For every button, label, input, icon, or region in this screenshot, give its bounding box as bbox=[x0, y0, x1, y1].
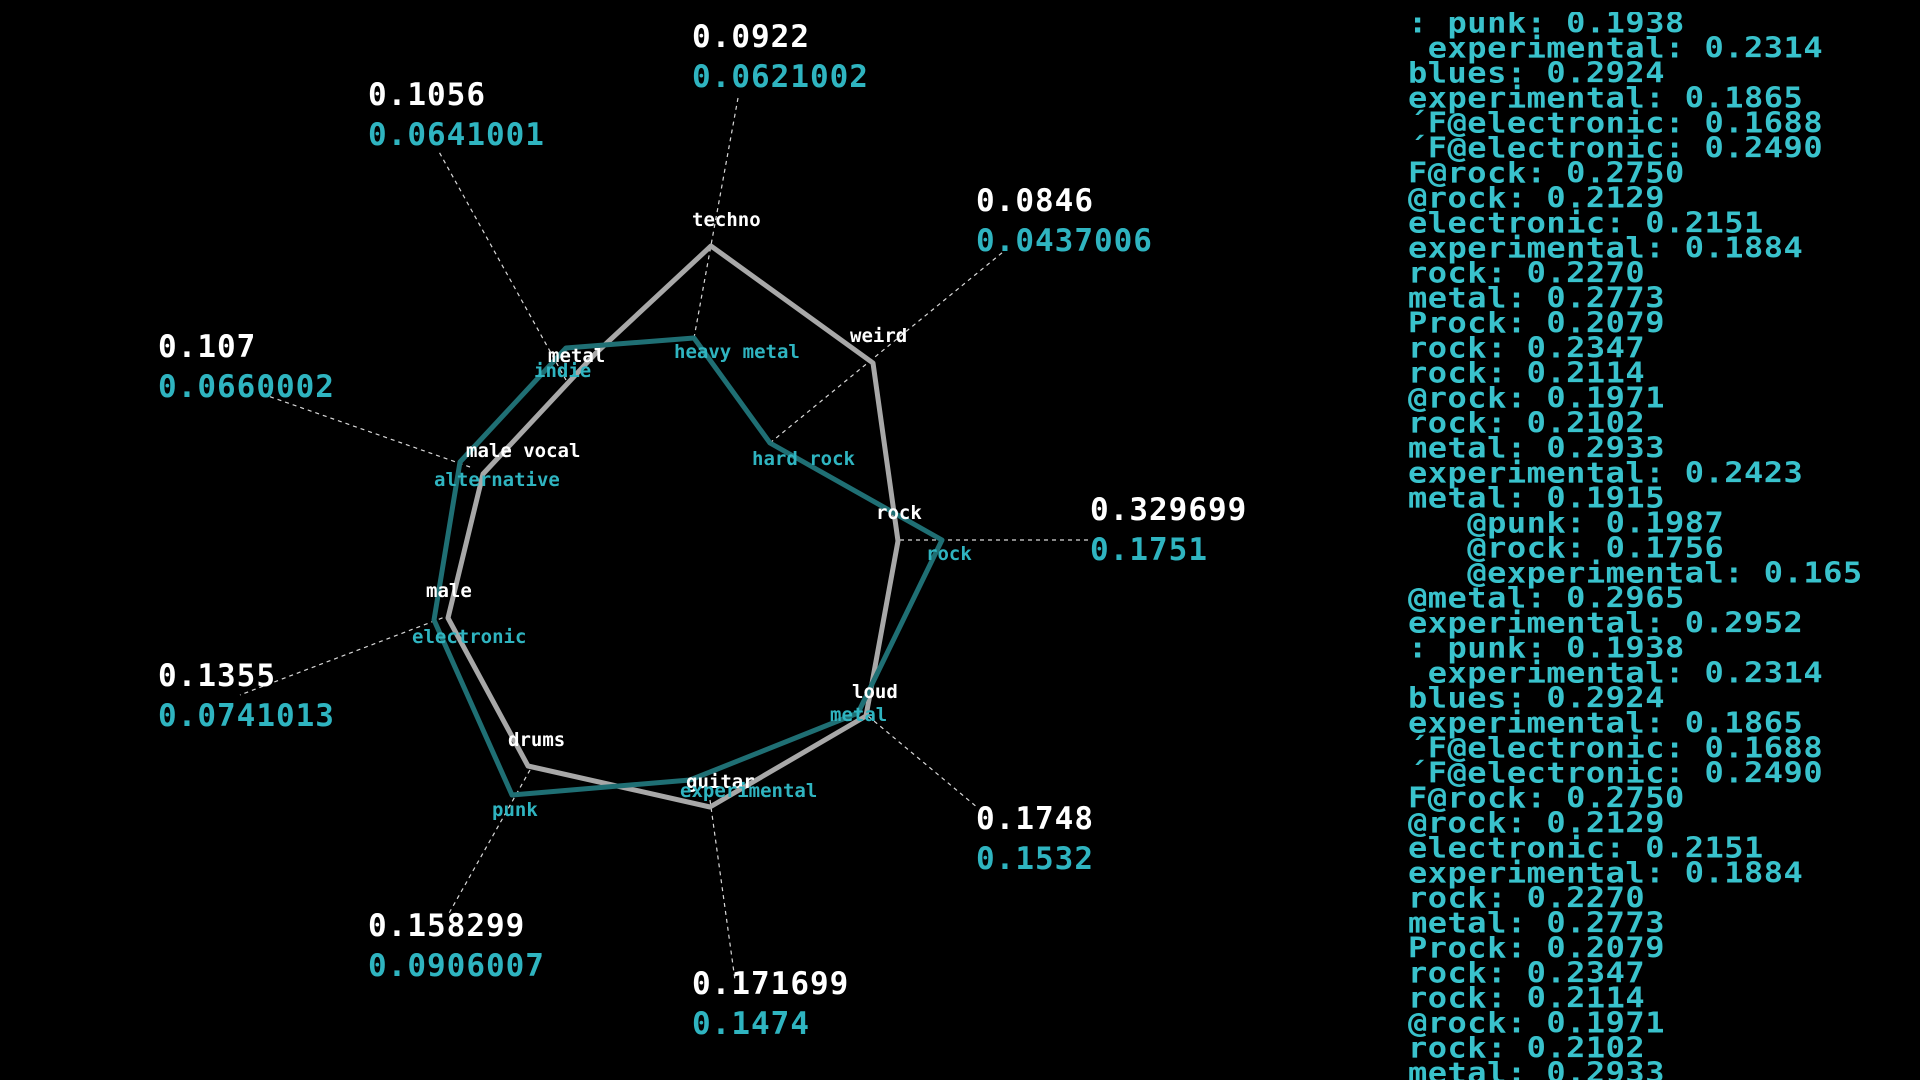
axis-label-techno: techno bbox=[692, 209, 761, 231]
log-line: blues: 0.2924 bbox=[1408, 55, 1665, 90]
log-line: metal: 0.1915 bbox=[1408, 480, 1665, 515]
log-line: rock: 0.2270 bbox=[1408, 880, 1646, 915]
axis-label-male: male bbox=[426, 580, 472, 602]
log-line: : punk: 0.1938 bbox=[1408, 630, 1685, 665]
value-teal-male-vocal: 0.0660002 bbox=[158, 369, 335, 405]
log-line: rock: 0.2102 bbox=[1408, 405, 1646, 440]
value-teal-male: 0.0741013 bbox=[158, 698, 335, 734]
log-line: rock: 0.2347 bbox=[1408, 330, 1646, 365]
teal-series-polygon bbox=[431, 335, 945, 798]
log-line: ´F@electronic: 0.1688 bbox=[1408, 105, 1824, 140]
log-line: ´F@electronic: 0.2490 bbox=[1408, 755, 1824, 790]
log-line: experimental: 0.1865 bbox=[1408, 705, 1804, 740]
axis-label-guitar: guitar bbox=[686, 771, 755, 793]
log-line: @rock: 0.1971 bbox=[1408, 380, 1665, 415]
log-line: metal: 0.2933 bbox=[1408, 1055, 1665, 1080]
leader-line-metal bbox=[437, 149, 567, 381]
log-line: experimental: 0.2952 bbox=[1408, 605, 1804, 640]
axis-label-rock: rock bbox=[876, 502, 922, 524]
log-line: @rock: 0.2129 bbox=[1408, 805, 1665, 840]
log-line: rock: 0.2347 bbox=[1408, 955, 1646, 990]
log-line: @rock: 0.2129 bbox=[1408, 180, 1665, 215]
radar-chart bbox=[239, 97, 1090, 981]
value-white-weird: 0.0846 bbox=[976, 183, 1094, 219]
leader-line-drums bbox=[447, 769, 531, 916]
leader-line-male bbox=[239, 614, 451, 696]
log-line: Prock: 0.2079 bbox=[1408, 930, 1665, 965]
log-line: experimental: 0.1884 bbox=[1408, 855, 1804, 890]
leader-line-weird bbox=[769, 251, 1004, 444]
value-teal-weird: 0.0437006 bbox=[976, 223, 1153, 259]
log-line: ´F@electronic: 0.1688 bbox=[1408, 730, 1824, 765]
axis-label-experimental: experimental bbox=[680, 780, 818, 802]
value-white-rock: 0.329699 bbox=[1090, 492, 1248, 528]
log-line: electronic: 0.2151 bbox=[1408, 830, 1764, 865]
value-teal-guitar: 0.1474 bbox=[692, 1006, 810, 1042]
log-line: ´F@electronic: 0.2490 bbox=[1408, 130, 1824, 165]
axis-label-punk: punk bbox=[492, 799, 538, 821]
log-line: Prock: 0.2079 bbox=[1408, 305, 1665, 340]
log-line: @rock: 0.1971 bbox=[1408, 1005, 1665, 1040]
axis-label-heavy-metal: heavy metal bbox=[674, 341, 800, 363]
value-white-drums: 0.158299 bbox=[368, 908, 526, 944]
log-line: metal: 0.2933 bbox=[1408, 430, 1665, 465]
axis-label-loud: loud bbox=[852, 681, 898, 703]
axis-label-rock-teal: rock bbox=[926, 543, 972, 565]
axis-label-hard-rock: hard rock bbox=[752, 448, 855, 470]
log-line: experimental: 0.2314 bbox=[1408, 655, 1824, 690]
value-white-male-vocal: 0.107 bbox=[158, 329, 257, 365]
log-line: rock: 0.2270 bbox=[1408, 255, 1646, 290]
value-teal-rock: 0.1751 bbox=[1090, 532, 1208, 568]
log-line: @experimental: 0.165 bbox=[1408, 555, 1863, 590]
axis-label-metal-teal: metal bbox=[830, 704, 888, 726]
leader-line-loud bbox=[867, 715, 979, 809]
log-line: blues: 0.2924 bbox=[1408, 680, 1665, 715]
value-teal-drums: 0.0906007 bbox=[368, 948, 545, 984]
log-line: @metal: 0.2965 bbox=[1408, 580, 1685, 615]
value-teal-techno: 0.0621002 bbox=[692, 59, 869, 95]
value-white-male: 0.1355 bbox=[158, 658, 276, 694]
log-line: : punk: 0.1938 bbox=[1408, 12, 1685, 40]
axis-label-drums: drums bbox=[508, 729, 566, 751]
value-teal-metal: 0.0641001 bbox=[368, 117, 545, 153]
value-white-techno: 0.0922 bbox=[692, 19, 810, 55]
log-line: electronic: 0.2151 bbox=[1408, 205, 1764, 240]
log-line: experimental: 0.1865 bbox=[1408, 80, 1804, 115]
axis-label-indie: indie bbox=[534, 360, 592, 382]
axis-label-weird: weird bbox=[850, 325, 908, 347]
value-white-guitar: 0.171699 bbox=[692, 966, 850, 1002]
leader-line-guitar bbox=[709, 799, 736, 981]
log-line: F@rock: 0.2750 bbox=[1408, 780, 1685, 815]
log-line: @rock: 0.1756 bbox=[1408, 530, 1725, 565]
value-teal-loud: 0.1532 bbox=[976, 841, 1094, 877]
axis-label-metal: metal bbox=[548, 345, 606, 367]
log-line: metal: 0.2773 bbox=[1408, 905, 1665, 940]
log-line: experimental: 0.2423 bbox=[1408, 455, 1804, 490]
leader-line-male-vocal bbox=[267, 395, 471, 468]
log-line: metal: 0.2773 bbox=[1408, 280, 1665, 315]
log-line: @punk: 0.1987 bbox=[1408, 505, 1725, 540]
log-line: rock: 0.2102 bbox=[1408, 1030, 1646, 1065]
axis-label-male-vocal: male vocal bbox=[466, 440, 581, 462]
log-line: rock: 0.2114 bbox=[1408, 980, 1646, 1015]
axis-label-alternative: alternative bbox=[434, 469, 560, 491]
value-white-loud: 0.1748 bbox=[976, 801, 1094, 837]
leader-line-techno bbox=[693, 97, 739, 339]
log-line: F@rock: 0.2750 bbox=[1408, 155, 1685, 190]
log-line: experimental: 0.2314 bbox=[1408, 30, 1824, 65]
axis-label-electronic: electronic bbox=[412, 626, 527, 648]
log-line: experimental: 0.1884 bbox=[1408, 230, 1804, 265]
log-line: rock: 0.2114 bbox=[1408, 355, 1646, 390]
value-white-metal: 0.1056 bbox=[368, 77, 486, 113]
